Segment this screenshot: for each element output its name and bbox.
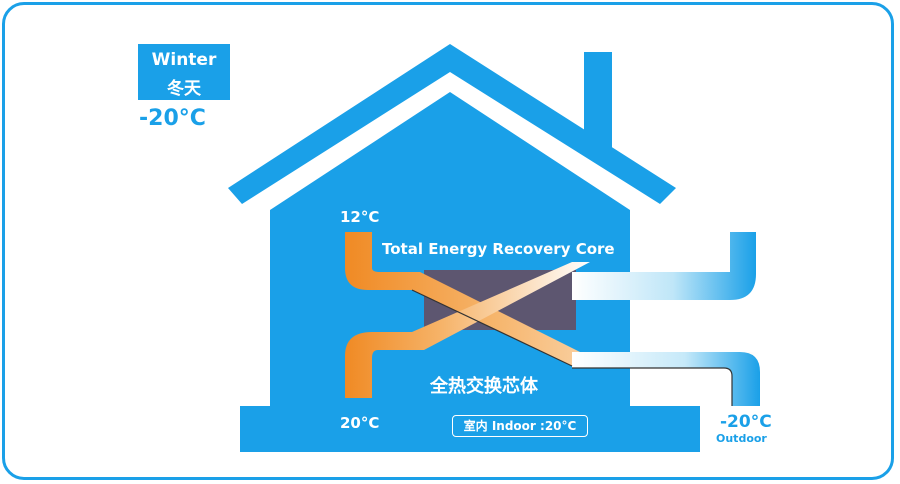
outdoor-exhaust-duct xyxy=(572,352,760,406)
season-english: Winter xyxy=(151,50,217,70)
core-title-english: Total Energy Recovery Core xyxy=(382,240,615,258)
house-chimney xyxy=(584,52,612,152)
crossing-duct-outline xyxy=(411,289,573,367)
outdoor-temperature: -20°C xyxy=(720,412,772,432)
season-badge: Winter 冬天 xyxy=(138,44,230,100)
season-temperature: -20°C xyxy=(139,106,206,131)
outdoor-exhaust-outline xyxy=(572,367,733,406)
supply-duct xyxy=(345,262,590,398)
supply-temperature: 20°C xyxy=(340,414,380,432)
season-chinese: 冬天 xyxy=(167,79,201,99)
exhaust-temperature: 12°C xyxy=(340,208,380,226)
indoor-temperature-badge: 室内 Indoor :20°C xyxy=(452,415,588,437)
outdoor-label: Outdoor xyxy=(716,432,767,445)
core-title-chinese: 全热交换芯体 xyxy=(430,376,538,397)
intake-duct xyxy=(572,232,756,300)
